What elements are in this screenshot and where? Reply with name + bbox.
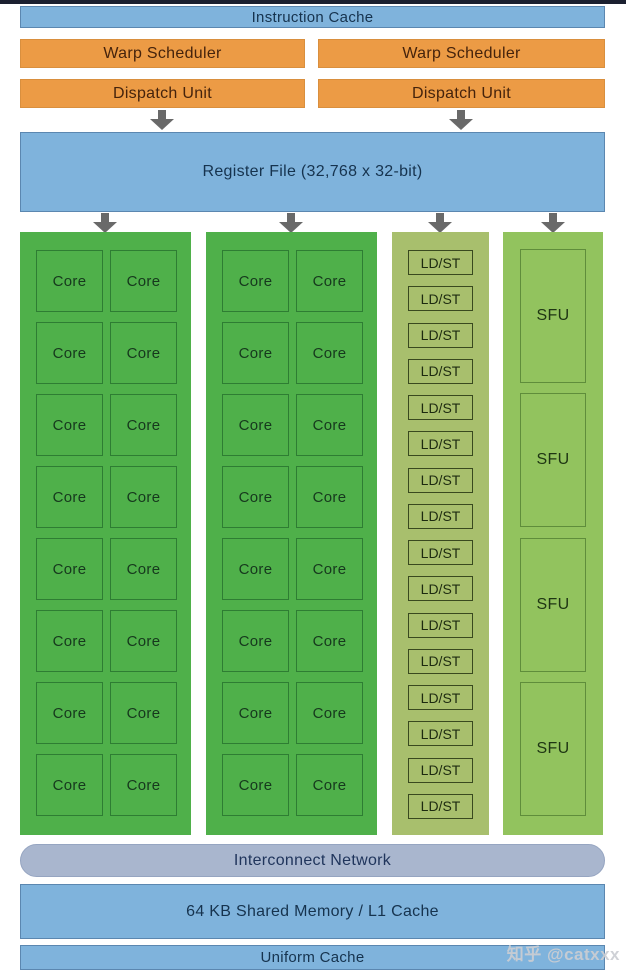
core-box: Core [222, 394, 289, 456]
core-box: Core [36, 754, 103, 816]
core-box: Core [296, 754, 363, 816]
core-box: Core [36, 394, 103, 456]
arrow-shaft [158, 110, 166, 119]
down-arrow-icon [93, 213, 117, 233]
core-box: Core [222, 250, 289, 312]
arrow-head [541, 222, 565, 233]
arrow-shaft [436, 213, 444, 222]
core-box: Core [110, 682, 177, 744]
arrow-head [279, 222, 303, 233]
interconnect-network-block: Interconnect Network [20, 844, 605, 877]
ldst-box: LD/ST [408, 395, 473, 421]
ldst-box: LD/ST [408, 431, 473, 457]
ldst-box: LD/ST [408, 576, 473, 602]
down-arrow-icon [150, 110, 174, 130]
core-box: Core [36, 682, 103, 744]
core-box: Core [222, 538, 289, 600]
dispatch-unit-block-right: Dispatch Unit [318, 79, 605, 108]
instruction-cache-block: Instruction Cache [20, 6, 605, 28]
register-file-block: Register File (32,768 x 32-bit) [20, 132, 605, 212]
core-box: Core [110, 250, 177, 312]
core-box: Core [36, 466, 103, 528]
core-box: Core [296, 538, 363, 600]
ldst-box: LD/ST [408, 358, 473, 384]
ldst-box: LD/ST [408, 721, 473, 747]
ldst-box: LD/ST [408, 467, 473, 493]
arrow-head [449, 119, 473, 130]
core-box: Core [110, 466, 177, 528]
shared-memory-l1-block: 64 KB Shared Memory / L1 Cache [20, 884, 605, 939]
arrow-shaft [549, 213, 557, 222]
ldst-box: LD/ST [408, 503, 473, 529]
arrow-head [93, 222, 117, 233]
ldst-box: LD/ST [408, 250, 473, 275]
sfu-box: SFU [520, 681, 586, 816]
watermark: 知乎 @catxxx [506, 945, 620, 964]
uniform-cache-block: Uniform Cache [20, 945, 605, 970]
sfu-box: SFU [520, 249, 586, 383]
core-box: Core [296, 610, 363, 672]
ldst-box: LD/ST [408, 286, 473, 312]
core-box: Core [222, 610, 289, 672]
core-box: Core [296, 466, 363, 528]
core-box: Core [222, 682, 289, 744]
ldst-box: LD/ST [408, 648, 473, 674]
top-border-strip [0, 0, 626, 4]
ldst-box: LD/ST [408, 322, 473, 348]
core-box: Core [36, 538, 103, 600]
core-box: Core [222, 466, 289, 528]
core-box: Core [110, 322, 177, 384]
core-box: Core [296, 682, 363, 744]
core-box: Core [222, 754, 289, 816]
sfu-box: SFU [520, 393, 586, 528]
core-box: Core [36, 322, 103, 384]
core-box: Core [110, 754, 177, 816]
core-box: Core [222, 322, 289, 384]
arrow-head [428, 222, 452, 233]
arrow-shaft [287, 213, 295, 222]
dispatch-unit-block-left: Dispatch Unit [20, 79, 305, 108]
down-arrow-icon [279, 213, 303, 233]
core-box: Core [296, 394, 363, 456]
down-arrow-icon [541, 213, 565, 233]
down-arrow-icon [428, 213, 452, 233]
ldst-box: LD/ST [408, 793, 473, 819]
warp-scheduler-block-left: Warp Scheduler [20, 39, 305, 68]
sfu-column: SFU SFU SFU SFU [503, 232, 603, 835]
ldst-column: LD/ST LD/ST LD/ST LD/ST LD/ST LD/ST LD/ST LD/ST… [392, 232, 489, 835]
arrow-shaft [457, 110, 465, 119]
arrow-head [150, 119, 174, 130]
core-box: Core [110, 538, 177, 600]
ldst-box: LD/ST [408, 540, 473, 566]
ldst-box: LD/ST [408, 612, 473, 638]
core-box: Core [36, 250, 103, 312]
ldst-box: LD/ST [408, 685, 473, 711]
core-box: Core [296, 322, 363, 384]
warp-scheduler-block-right: Warp Scheduler [318, 39, 605, 68]
core-box: Core [36, 610, 103, 672]
down-arrow-icon [449, 110, 473, 130]
arrow-shaft [101, 213, 109, 222]
core-box: Core [110, 394, 177, 456]
core-box: Core [110, 610, 177, 672]
ldst-box: LD/ST [408, 757, 473, 783]
core-box: Core [296, 250, 363, 312]
sfu-box: SFU [520, 537, 586, 672]
